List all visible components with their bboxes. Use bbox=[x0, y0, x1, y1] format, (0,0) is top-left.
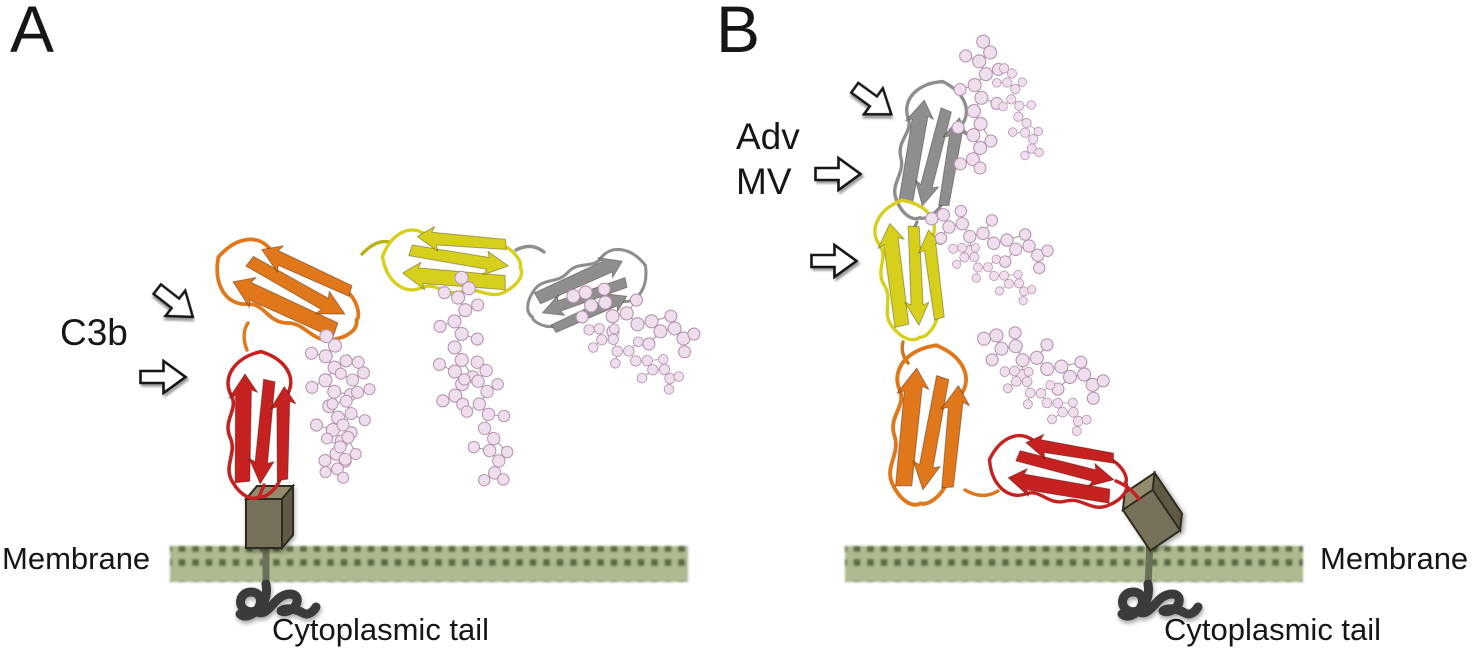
block-arrow-icon-b1 bbox=[844, 73, 902, 129]
mv-label: MV bbox=[736, 161, 792, 203]
connector-red-box-b bbox=[1114, 479, 1141, 501]
panel-a-label: A bbox=[10, 0, 55, 66]
cytoplasmic-tail-squiggle-b bbox=[1117, 579, 1203, 621]
panel-b-structure bbox=[810, 32, 1303, 621]
cytoplasmic-tail-label-b: Cytoplasmic tail bbox=[1164, 612, 1382, 647]
membrane-label-a: Membrane bbox=[2, 541, 151, 576]
scr-domain-red-a bbox=[220, 348, 301, 503]
block-arrow-icon-b2 bbox=[814, 156, 862, 192]
membrane-bar-a bbox=[170, 546, 688, 582]
connector-orange-yellow-a bbox=[360, 239, 392, 256]
panel-b-label: B bbox=[716, 0, 761, 66]
glycan-chain-a2b bbox=[453, 352, 520, 491]
scr-domain-orange-b bbox=[878, 338, 980, 513]
glycan-chain-b3 bbox=[967, 311, 1116, 415]
scr-domain-red-b bbox=[981, 422, 1136, 520]
c3b-label: C3b bbox=[60, 312, 128, 353]
connector-yellow-orange-b bbox=[900, 340, 910, 365]
scr-domain-yellow-a bbox=[377, 219, 528, 305]
panel-a-structure bbox=[139, 219, 706, 621]
scr-domain-orange-a bbox=[201, 219, 376, 358]
block-arrow-icon-a2 bbox=[139, 359, 187, 395]
block-arrow-icon-b3 bbox=[810, 243, 858, 279]
connector-red-orange-a bbox=[242, 321, 250, 352]
connector-orange-red-b bbox=[963, 488, 1000, 498]
adv-label: Adv bbox=[736, 116, 800, 157]
membrane-bar-b bbox=[845, 546, 1303, 582]
cytoplasmic-tail-squiggle-a bbox=[235, 579, 321, 621]
connector-yellow-gray-a bbox=[514, 244, 546, 254]
membrane-label-b: Membrane bbox=[1320, 541, 1469, 576]
adv-mv-label: Adv MV bbox=[736, 114, 800, 204]
block-arrow-icon-a1 bbox=[146, 275, 204, 331]
cytoplasmic-tail-label-a: Cytoplasmic tail bbox=[272, 612, 490, 647]
